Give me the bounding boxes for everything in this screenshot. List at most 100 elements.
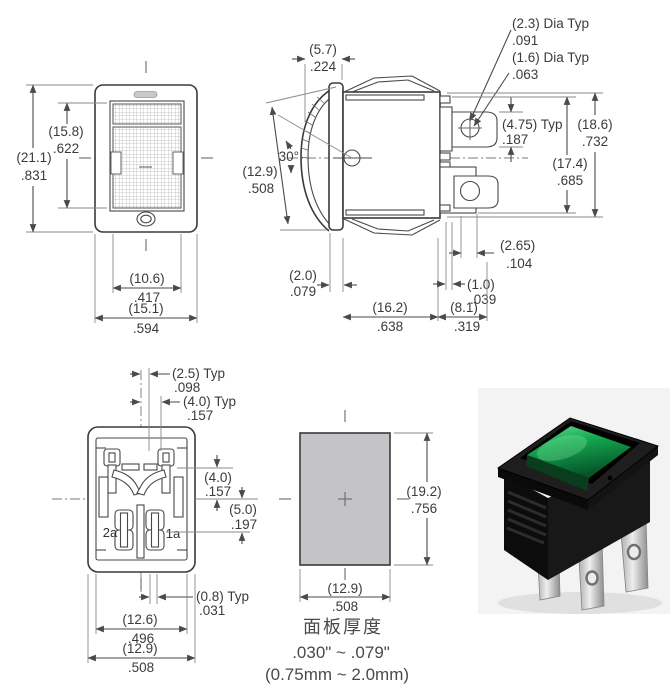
front-bottom-oval xyxy=(136,211,156,227)
side-termw-in: .187 xyxy=(502,132,528,147)
side-step-mm: (1.0) xyxy=(467,277,495,292)
back-dim-pitch-b: (4.0) Typ .157 xyxy=(130,394,236,451)
side-step-in: .039 xyxy=(470,292,496,307)
back-strip-right xyxy=(173,476,184,518)
front-centerline-ticks xyxy=(79,61,213,251)
side-dim-rocker-length: (12.9) .508 xyxy=(242,86,337,231)
front-notch-right xyxy=(172,151,184,175)
front-dim-height: (21.1) .831 xyxy=(16,84,93,233)
cutout-w-mm: (12.9) xyxy=(327,581,362,596)
front-notch-left xyxy=(110,151,122,175)
note-inches: .030" ~ .079" xyxy=(292,643,390,662)
back-bottom-terminal-right xyxy=(145,509,165,551)
side-dia-labels: (2.3) Dia Typ .091 (1.6) Dia Typ .063 xyxy=(469,16,589,127)
side-dim-terminal-span: (17.4) .685 xyxy=(452,96,588,214)
photo-body-front-face xyxy=(548,452,650,580)
front-rocker-in: .622 xyxy=(53,141,79,156)
side-dim-flange: (2.0) .079 xyxy=(289,233,357,299)
front-innerw-mm: (10.6) xyxy=(129,271,164,286)
back-view: 2a 1a (2.5) Typ .098 (4.0) Typ .157 (4.0… xyxy=(52,366,258,675)
side-rocker-mm: (12.9) xyxy=(242,164,277,179)
back-innerw-mm: (12.6) xyxy=(122,612,157,627)
back-rowa-mm: (4.0) xyxy=(204,470,232,485)
side-bodylen-mm: (16.2) xyxy=(372,300,407,315)
side-dia2-mm: (1.6) Dia Typ xyxy=(512,50,589,65)
front-width-in: .594 xyxy=(133,321,160,336)
back-rowb-mm: (5.0) xyxy=(229,502,257,517)
cutout-h-in: .756 xyxy=(411,501,437,516)
side-termlen-in: .319 xyxy=(454,319,480,334)
cutout-dim-width: (12.9) .508 xyxy=(299,569,391,614)
side-dim-terminal-length: (8.1) .319 xyxy=(437,262,488,334)
side-view: (2.3) Dia Typ .091 (1.6) Dia Typ .063 (5… xyxy=(242,16,612,334)
note-mm: (0.75mm ~ 2.0mm) xyxy=(265,665,409,684)
side-dia1-mm: (2.3) Dia Typ xyxy=(512,16,589,31)
back-strip-left xyxy=(98,476,109,518)
back-dim-row-a: (4.0) .157 xyxy=(177,455,233,511)
product-photo xyxy=(478,388,670,614)
side-dim-body-length: (16.2) .638 xyxy=(342,238,439,334)
back-top-terminal-right xyxy=(136,448,175,496)
back-pitchb-in: .157 xyxy=(187,408,213,423)
side-holeoff-in: .104 xyxy=(506,256,533,271)
photo-rocker-front-edge xyxy=(526,455,589,491)
side-angle: 30° xyxy=(279,149,299,164)
front-height-in: .831 xyxy=(21,168,47,183)
side-latch-bottom xyxy=(345,209,425,216)
back-label-1a: 1a xyxy=(166,526,181,541)
panel-thickness-note: 面板厚度 .030" ~ .079" (0.75mm ~ 2.0mm) xyxy=(265,617,409,684)
photo-flange-edge-right xyxy=(588,446,658,510)
side-body xyxy=(342,91,441,219)
cutout-h-mm: (19.2) xyxy=(406,484,441,499)
back-dim-slot: (0.8) Typ .031 xyxy=(139,574,249,618)
side-dim-step: (1.0) .039 xyxy=(433,222,496,307)
photo-rocker-green xyxy=(527,426,631,478)
side-proj-in: .224 xyxy=(310,59,337,74)
back-outerw-mm: (12.9) xyxy=(122,641,157,656)
back-dim-pitch-a: (2.5) Typ .098 xyxy=(130,366,225,451)
photo-shadow xyxy=(498,592,662,614)
side-bodylen-in: .638 xyxy=(377,319,403,334)
side-dia1-in: .091 xyxy=(512,33,538,48)
front-dim-inner-width: (10.6) .417 xyxy=(112,234,182,305)
cutout-w-in: .508 xyxy=(332,599,358,614)
side-overall-mm: (18.6) xyxy=(577,117,612,132)
back-center-bar xyxy=(136,504,145,559)
photo-rocker-ribs xyxy=(506,490,547,545)
front-dim-rocker-height: (15.8) .622 xyxy=(48,102,107,209)
back-rowa-in: .157 xyxy=(205,484,231,499)
side-dim-terminal-width: (4.75) Typ .187 xyxy=(499,97,563,162)
cutout-view: (19.2) .756 (12.9) .508 xyxy=(279,410,442,614)
side-latch-top xyxy=(345,94,425,101)
side-overall-in: .732 xyxy=(582,134,608,149)
side-dim-overall-height: (18.6) .732 xyxy=(447,92,613,218)
side-dia2-in: .063 xyxy=(512,67,538,82)
side-terminal-lower xyxy=(439,161,499,214)
back-dim-inner-width: (12.6) .496 xyxy=(95,574,188,646)
side-mount-clips xyxy=(343,75,441,236)
side-rocker-in: .508 xyxy=(248,181,274,196)
front-height-mm: (21.1) xyxy=(16,150,51,165)
cutout-centerline-ticks xyxy=(279,410,409,580)
cutout-dim-height: (19.2) .756 xyxy=(394,432,442,566)
back-dim-outer-width: (12.9) .508 xyxy=(87,574,196,675)
side-terminal-upper xyxy=(439,95,498,161)
front-rocker-mm: (15.8) xyxy=(48,124,83,139)
front-innerw-in: .417 xyxy=(134,290,160,305)
photo-flange-edge-left xyxy=(498,468,588,510)
front-indicator-pill xyxy=(133,91,158,98)
side-flange-mm: (2.0) xyxy=(289,268,317,283)
front-rocker-top-band xyxy=(112,103,182,125)
side-termlen-mm: (8.1) xyxy=(450,300,478,315)
side-termw-mm: (4.75) Typ xyxy=(502,117,563,132)
front-width-mm: (15.1) xyxy=(128,301,163,316)
side-proj-mm: (5.7) xyxy=(309,42,337,57)
photo-body-dimple xyxy=(607,475,613,481)
back-rowb-in: .197 xyxy=(231,517,257,532)
back-pitcha-in: .098 xyxy=(174,380,200,395)
photo-rocker-highlight xyxy=(536,435,588,461)
side-span-mm: (17.4) xyxy=(552,156,587,171)
back-pitchb-mm: (4.0) Typ xyxy=(183,394,236,409)
